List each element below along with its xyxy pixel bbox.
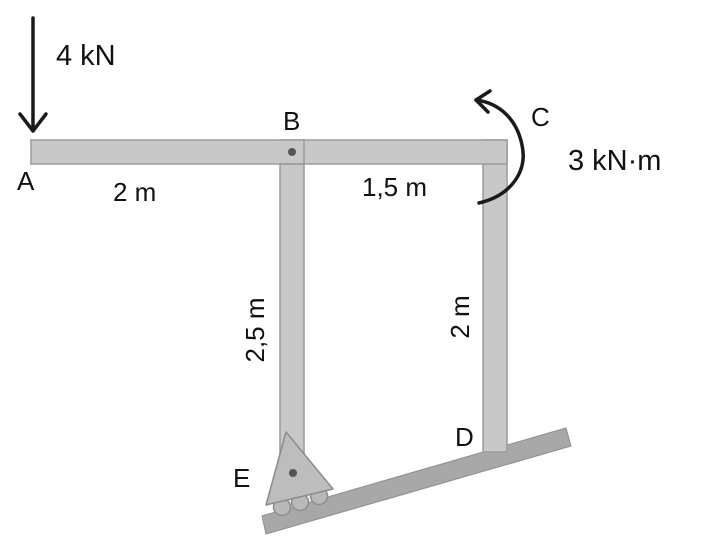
- force-arrow-icon: [18, 16, 48, 133]
- point-label-d: D: [455, 422, 474, 452]
- dimension-cd: 2 m: [445, 295, 475, 338]
- inclined-ground: [261, 427, 572, 535]
- pin-b: [288, 148, 296, 156]
- point-label-c: C: [531, 102, 550, 132]
- member-be: [279, 139, 305, 467]
- dimension-ab: 2 m: [113, 177, 156, 207]
- member-cd: [482, 139, 508, 453]
- moment-label: 3 kN·m: [568, 145, 661, 177]
- dimension-be: 2,5 m: [240, 297, 270, 362]
- dimension-bc: 1,5 m: [362, 172, 427, 202]
- point-label-b: B: [283, 106, 300, 136]
- moment-arrow-icon: [474, 89, 525, 205]
- point-label-a: A: [17, 166, 35, 196]
- point-label-e: E: [233, 463, 250, 493]
- pin-e: [289, 469, 297, 477]
- support-e-triangle: [265, 431, 334, 506]
- member-ac: [30, 139, 508, 165]
- force-label: 4 kN: [56, 40, 116, 72]
